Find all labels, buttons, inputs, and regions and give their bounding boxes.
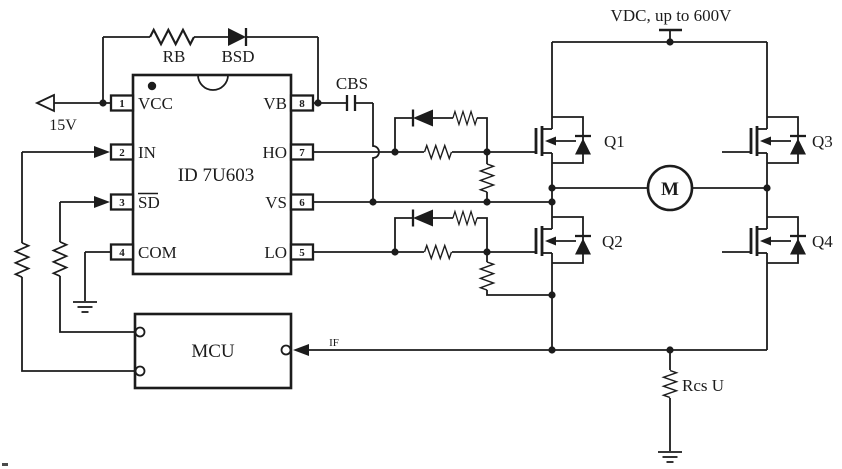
junction-dot — [99, 99, 107, 107]
junction-dots — [99, 38, 771, 354]
label-15v: 15V — [49, 117, 77, 134]
labels: 15V RB BSD CBS VDC, up to 600V Q1 Q2 Q3 … — [49, 6, 833, 395]
pin1-marker-dot — [147, 81, 157, 91]
pinbox-7 — [289, 143, 315, 161]
mosfet-q2 — [534, 215, 593, 265]
supply-terminal-15v — [34, 93, 55, 113]
resistor-rcs — [662, 369, 678, 399]
junction-dot — [483, 198, 491, 206]
diode-q1-turnoff — [411, 108, 435, 128]
diode-bsd — [226, 26, 248, 48]
junction-dot — [548, 291, 556, 299]
pin-number-5: 5 — [299, 247, 305, 259]
pinbox-6 — [289, 193, 315, 211]
wire-q1-branch-down — [477, 117, 488, 152]
label-q1: Q1 — [604, 132, 625, 151]
ic-part-number: ID 7U603 — [178, 165, 255, 186]
mosfet-q3 — [749, 115, 808, 165]
ic-body — [131, 73, 293, 276]
junction-dot — [391, 148, 399, 156]
pinbox-1 — [109, 94, 135, 112]
mcu-port-if — [280, 344, 292, 356]
resistor-in-mcu — [14, 241, 30, 279]
wire-q1-branch-up — [394, 117, 413, 152]
mosfet-q1 — [534, 115, 593, 165]
label-bsd: BSD — [221, 47, 254, 66]
junction-dot — [548, 184, 556, 192]
junction-dot — [666, 38, 674, 46]
wire-q2-branch-up — [394, 217, 413, 252]
label-q3: Q3 — [812, 132, 833, 151]
diode-q2-turnoff — [411, 208, 435, 228]
label-vdc: VDC, up to 600V — [611, 6, 733, 25]
arrow-if-mcu — [293, 344, 309, 356]
pin-number-3: 3 — [119, 197, 125, 209]
ground-rcs — [657, 451, 683, 463]
ic-notch — [197, 74, 229, 91]
label-rb: RB — [163, 47, 186, 66]
label-rcs: Rcs U — [682, 376, 724, 395]
pin-name-com: COM — [138, 243, 177, 262]
wire-q2-branch-down — [477, 217, 488, 252]
resistor-q1-gate — [423, 144, 453, 160]
pin-number-2: 2 — [119, 147, 125, 159]
pin-name-ho: HO — [262, 143, 287, 162]
pinbox-2 — [109, 143, 135, 161]
wire-q2-pulldown-return — [486, 290, 552, 296]
ground-com — [72, 301, 98, 313]
pin-name-vb: VB — [263, 94, 287, 113]
mcu-port-sd — [134, 326, 146, 338]
corner-artifact — [2, 463, 8, 466]
junction-dot — [369, 198, 377, 206]
pin-number-1: 1 — [119, 98, 125, 110]
pin-name-lo: LO — [264, 243, 287, 262]
wire-sd-to-mcu — [59, 276, 135, 333]
pin-number-8: 8 — [299, 98, 305, 110]
label-q4: Q4 — [812, 232, 833, 251]
junction-dot — [763, 184, 771, 192]
pin-name-in: IN — [138, 143, 156, 162]
wire-in-to-mcu — [21, 277, 135, 372]
junction-dot — [483, 148, 491, 156]
components — [14, 26, 808, 463]
label-q2: Q2 — [602, 232, 623, 251]
driver-ic: 1 2 3 4 8 7 6 5 VCC IN SD COM VB HO VS L… — [109, 73, 315, 276]
junction-dot — [483, 248, 491, 256]
junction-dot — [548, 346, 556, 354]
junction-dot — [314, 99, 322, 107]
pin-name-sd: SD — [138, 193, 160, 212]
label-motor: M — [661, 179, 679, 200]
mcu-port-in — [134, 365, 146, 377]
resistor-rb — [148, 28, 196, 46]
mcu-label: MCU — [191, 341, 235, 362]
junction-dot — [548, 198, 556, 206]
pin-number-7: 7 — [299, 147, 305, 159]
label-cbs: CBS — [336, 74, 368, 93]
pinbox-3 — [109, 193, 135, 211]
pin-name-vs: VS — [265, 193, 287, 212]
arrow-in-pin — [94, 146, 110, 158]
pin-name-vcc: VCC — [138, 94, 173, 113]
resistor-q2-gate — [423, 244, 453, 260]
resistor-sd-mcu — [52, 240, 68, 278]
pin-number-6: 6 — [299, 197, 305, 209]
capacitor-cbs — [345, 95, 357, 111]
pinbox-4 — [109, 243, 135, 261]
resistor-q1-turnoff — [452, 110, 478, 126]
mosfet-q4 — [749, 215, 808, 265]
label-if: IF — [329, 337, 339, 349]
resistor-q2-pulldown — [479, 261, 495, 291]
junction-dot — [391, 248, 399, 256]
resistor-q2-turnoff — [452, 210, 478, 226]
pin-number-4: 4 — [119, 247, 125, 259]
arrow-sd-pin — [94, 196, 110, 208]
mcu-block: MCU — [133, 312, 293, 390]
resistor-q1-pulldown — [479, 163, 495, 193]
motor-symbol — [646, 164, 694, 212]
pinbox-5 — [289, 243, 315, 261]
junction-dot — [666, 346, 674, 354]
pinbox-8 — [289, 94, 315, 112]
